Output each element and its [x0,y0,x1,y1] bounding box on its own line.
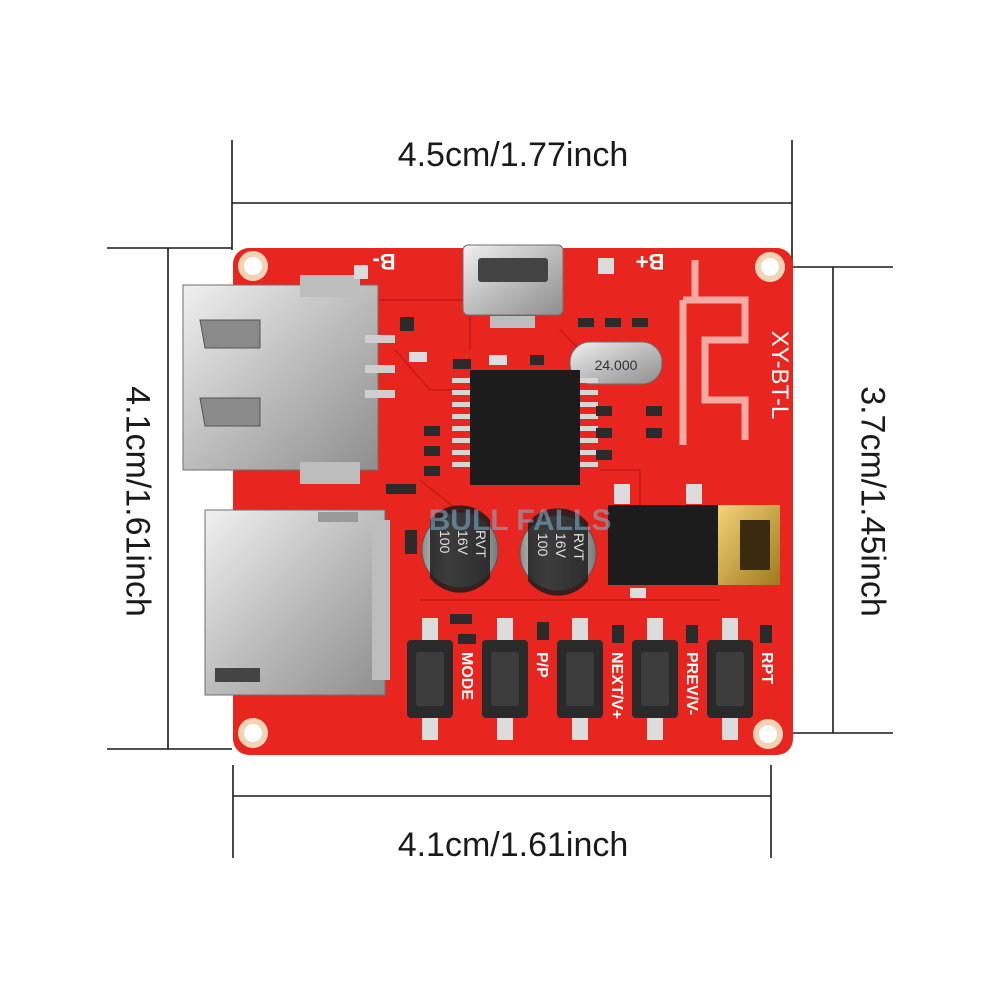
crystal-oscillator: 24.000 [569,341,663,385]
button-pad [647,718,663,740]
button-cap [716,652,744,706]
button-label: MODE [458,652,475,700]
watermark-logo: BULL FALLS [429,504,612,537]
micro-usb-port [462,244,564,328]
cap-left-value: 100 [437,530,453,554]
button-pad [647,618,663,640]
top-width-label: 4.5cm/1.77inch [397,136,629,174]
left-height-label: 4.1cm/1.61inch [118,386,157,617]
button-pad [422,718,438,740]
button-pad [422,618,438,640]
button-pad [572,718,588,740]
usb-port [182,275,395,484]
button-pad [722,718,738,740]
button-pad [722,618,738,640]
audio-jack [608,484,780,598]
main-chip [452,370,598,485]
capacitor-left: 100 16V RVT [421,505,499,593]
cap-right-voltage: 16V [553,533,569,559]
button-label: PREV/V- [683,652,700,715]
button-cap [491,652,519,706]
button-pad [497,718,513,740]
button-label: P/P [533,652,550,678]
capacitor-right: 100 16V RVT [519,508,597,596]
button-cap [566,652,594,706]
right-height-label: 3.7cm/1.45inch [853,386,892,617]
bottom-width-label: 4.1cm/1.61inch [397,826,629,864]
button-cap [416,652,444,706]
crystal-label: 24.000 [595,357,638,373]
terminal-plus-label: B+ [636,249,665,274]
pcb-board: 24.000 [182,244,793,755]
model-label: XY-BT-L [766,331,793,420]
sd-card-slot [204,509,390,696]
cap-right-series: RVT [571,533,587,561]
smd-components [354,258,772,644]
tactile-buttons: MODE P/P NEXT/V+ PREV/V- RPT [407,618,775,740]
terminal-minus-label: B- [372,249,395,274]
cap-left-voltage: 16V [455,530,471,556]
button-cap [641,652,669,706]
button-label: NEXT/V+ [608,652,625,719]
antenna-trace [679,260,749,445]
dimension-lines [107,140,893,858]
button-pad [497,618,513,640]
cap-left-series: RVT [473,530,489,558]
cap-right-value: 100 [535,533,551,557]
button-pad [572,618,588,640]
button-label: RPT [758,652,775,684]
